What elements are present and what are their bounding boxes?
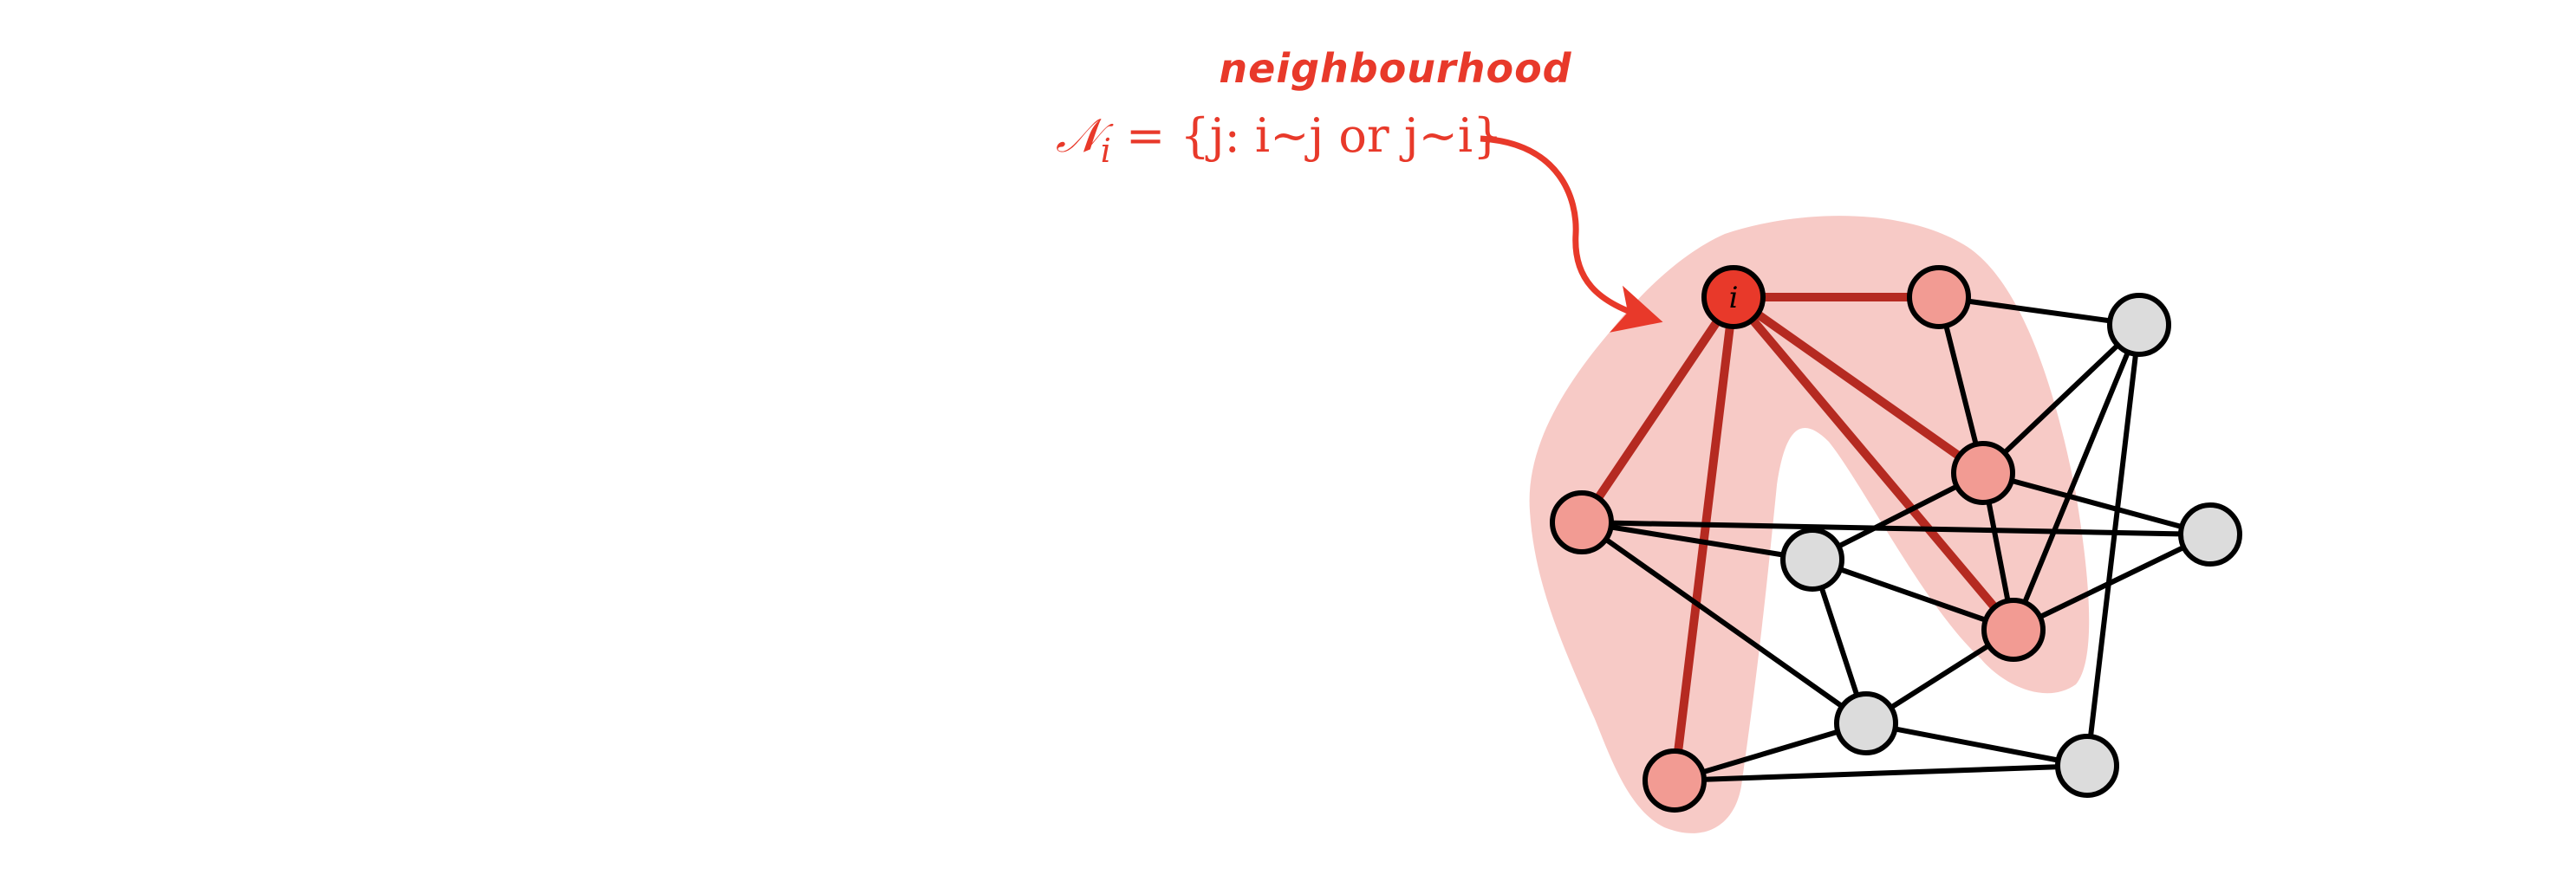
focal-node: [1701, 265, 1766, 329]
graph-edge: [1579, 520, 1869, 726]
neighbourhood-region: [1529, 216, 2090, 833]
focal-node-label: i: [1729, 281, 1739, 315]
graph-edge: [1579, 520, 2213, 537]
neighbour-node: [1550, 490, 1614, 554]
neighbour-node: [1951, 441, 2015, 505]
graph-edge: [1672, 763, 2090, 783]
annotation-title: neighbourhood: [1219, 45, 1571, 92]
neighbour-edge: [1670, 293, 1738, 785]
neighbour-node: [1907, 265, 1971, 329]
formula-subscript: i: [1101, 132, 1111, 170]
neighbour-edge: [1729, 293, 1987, 477]
graph-node: [2055, 734, 2119, 798]
edges: [1577, 293, 2213, 785]
formula-rest: = {j: i~j or j~i}: [1111, 108, 1503, 163]
neighbour-node: [1981, 598, 2046, 662]
graph-node: [1780, 528, 1844, 592]
graph-edge: [2011, 532, 2213, 632]
graph-node: [2107, 293, 2171, 357]
graph-edge: [1672, 721, 1869, 783]
graph-edge: [1864, 721, 2090, 768]
graph-edge: [2011, 322, 2142, 632]
neighbourhood-formula: 𝒩i = {j: i~j or j~i}: [1056, 108, 1502, 170]
graph-edge: [1579, 520, 1815, 562]
graph-node: [1834, 691, 1898, 755]
graph-edge: [1981, 470, 2213, 537]
neighbour-edge: [1729, 293, 2018, 634]
neighbour-node: [1643, 748, 1707, 813]
annotation-arrow: [1480, 135, 1663, 333]
nodes: i: [1550, 265, 2242, 813]
graph-edge: [1936, 295, 2142, 327]
neighbour-edge: [1577, 293, 1738, 527]
graph-edge: [1981, 322, 2142, 476]
graph-edge: [1810, 557, 2016, 632]
graph-edge: [2085, 322, 2142, 768]
graph-node: [2178, 502, 2242, 567]
